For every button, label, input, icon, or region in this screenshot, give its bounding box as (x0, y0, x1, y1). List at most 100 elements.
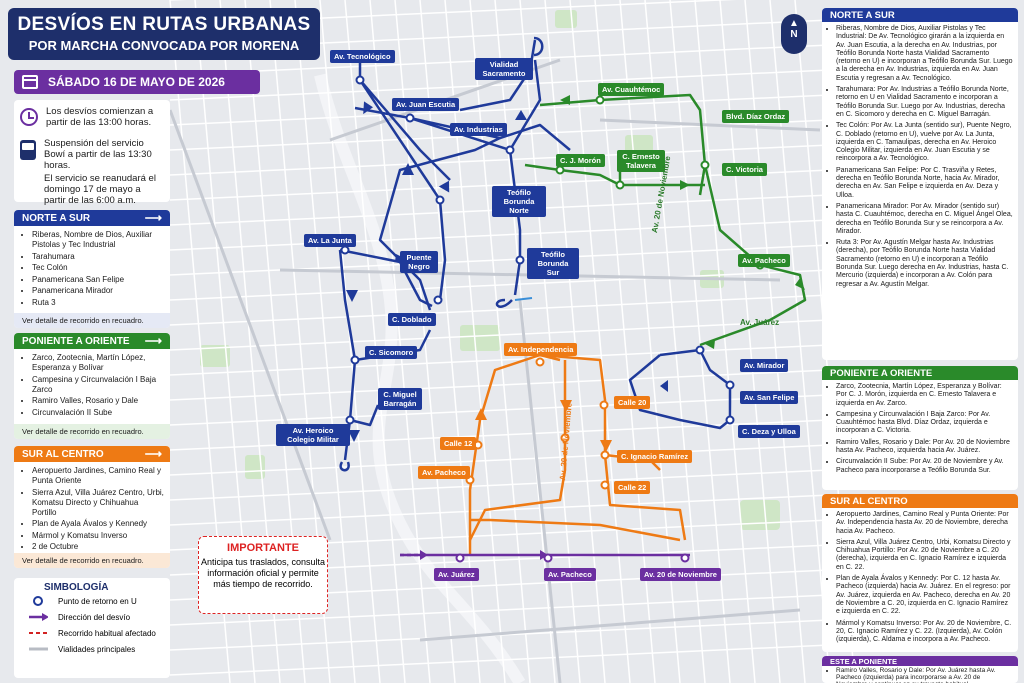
list-item: 2 de Octubre (32, 542, 164, 552)
panel-sur-al-centro: SUR AL CENTRO ⟶ Aeropuerto Jardines, Cami… (14, 446, 170, 568)
list-item: Circunvalación II Sube: Por Av. 20 de No… (836, 458, 1013, 475)
legend-title: SIMBOLOGÍA (44, 582, 109, 593)
u-turn-icon (533, 36, 544, 57)
map-label: Vialidad Sacramento (475, 58, 533, 80)
direction-arrow (514, 297, 533, 301)
list-item: Aeropuerto Jardines, Camino Real y Punta… (32, 466, 164, 486)
map-label: Av. Tecnológico (330, 50, 395, 63)
map-label: C. Sicomoro (365, 346, 418, 359)
panel-footer[interactable]: Ver detalle de recorrido en recuadro. (14, 424, 170, 439)
map-label: C. Ernesto Talavera (617, 150, 665, 172)
panel-header: PONIENTE A ORIENTE ⟶ (14, 333, 170, 349)
list-item: Ruta 3: Por Av. Agustín Melgar hasta Av.… (836, 239, 1013, 289)
page-subtitle: POR MARCHA CONVOCADA POR MORENA (28, 38, 300, 53)
notice-body: Anticipa tus traslados, consulta informa… (200, 557, 326, 589)
list-item: Tec Colón: Por Av. La Junta (sentido sur… (836, 122, 1013, 163)
panel-norte-a-sur: NORTE A SUR ⟶ Riberas, Nombre de Dios, Au… (14, 210, 170, 328)
map-label: Calle 22 (614, 481, 651, 494)
detail-panel-este-a-poniente: ESTE A PONIENTE Ramiro Valles, Rosario y… (822, 656, 1018, 683)
detail-panel-sur-al-centro: SUR AL CENTRO Aeropuerto Jardines, Camin… (822, 494, 1018, 652)
panel-title: PONIENTE A ORIENTE (830, 367, 933, 379)
detail-panel-norte-a-sur: NORTE A SUR Riberas, Nombre de Dios, Aux… (822, 8, 1018, 360)
info-box: Los desvíos comienzan a partir de las 13… (14, 100, 170, 206)
north-label: N (790, 29, 798, 40)
panel-title: PONIENTE A ORIENTE (22, 335, 130, 347)
panel-title: NORTE A SUR (830, 9, 895, 21)
park-area (740, 500, 780, 530)
street-line (169, 644, 831, 676)
u-turn-icon (495, 298, 513, 308)
list-item: Aeropuerto Jardines, Camino Real y Punta… (836, 511, 1013, 536)
map-label: Av. Pacheco (418, 466, 470, 479)
street-line (294, 0, 356, 683)
map-label: Calle 20 (614, 396, 651, 409)
map-label: Puente Negro (400, 251, 438, 273)
street-line (169, 444, 831, 476)
map-label: Av. Mirador (740, 359, 789, 372)
street-line (169, 494, 831, 526)
street-line (169, 319, 831, 351)
list-item: Panamericana San Felipe (32, 275, 164, 285)
arrow-right-icon: ⟶ (144, 211, 162, 225)
street-line (369, 0, 431, 683)
arrow-right-icon: ⟶ (144, 447, 162, 461)
map-label: Av. 20 de Noviembre (640, 568, 721, 581)
street-line (169, 169, 831, 201)
street-line (169, 594, 831, 626)
u-turn-points (465, 357, 610, 490)
blue-arrows (346, 101, 668, 442)
list-item: Plan de Ayala Ávalos y Kennedy: Por C. 1… (836, 575, 1013, 616)
park-area (460, 325, 500, 351)
list-item: Zarco, Zootecnia, Martín López, Esperanz… (836, 383, 1013, 408)
street-line (694, 0, 756, 683)
street-line (169, 369, 831, 401)
panel-title: NORTE A SUR (22, 212, 91, 224)
calendar-icon (22, 75, 38, 89)
map-label: Av. Pacheco (738, 254, 790, 267)
map-label: Blvd. Díaz Ordaz (722, 110, 790, 123)
detail-panel-poniente-a-oriente: PONIENTE A ORIENTE Zarco, Zootecnia, Mar… (822, 366, 1018, 490)
legend-item: Dirección del desvío (58, 612, 131, 622)
list-item: Mármol y Komatsu Inverso (32, 531, 164, 541)
street-line (169, 69, 831, 101)
list-item: Tarahumara: Por Av. Industrias a Teófilo… (836, 86, 1013, 119)
list-item: Panamericana Mirador: Por Av. Mirador (s… (836, 203, 1013, 236)
arrow-right-icon: ⟶ (144, 334, 162, 348)
map-label: Teófilo Borunda Norte (492, 186, 546, 217)
list-item: Tarahumara (32, 252, 164, 262)
panel-title: SUR AL CENTRO (22, 448, 104, 460)
u-turn-points (555, 95, 765, 270)
panel-footer[interactable]: Ver detalle de recorrido en recuadro. (14, 313, 170, 328)
panel-header: NORTE A SUR (822, 8, 1018, 22)
symbology-legend: SIMBOLOGÍA Punto de retorno en U Direcci… (14, 578, 170, 678)
map-label: C. Miguel Barragán (378, 388, 422, 410)
legend-item: Recorrido habitual afectado (58, 628, 156, 638)
panel-poniente-a-oriente: PONIENTE A ORIENTE ⟶ Zarco, Zootecnia, Ma… (14, 333, 170, 439)
list-item: Sierra Azul, Villa Juárez Centro, Urbi, … (32, 488, 164, 518)
map-label: Av. Juárez (434, 568, 479, 581)
list-item: Zarco, Zootecnia, Martín López, Esperanz… (32, 353, 164, 373)
list-item: Sierra Azul, Villa Juárez Centro, Urbi, … (836, 539, 1013, 572)
main-road-icon (29, 647, 48, 651)
direction-arrow-icon (29, 613, 48, 621)
map-label: Av. Heroico Colegio Militar (276, 424, 350, 446)
orange-arrows (475, 400, 612, 452)
panel-title: ESTE A PONIENTE (830, 656, 897, 666)
street-line (169, 394, 831, 426)
map-label: C. Ignacio Ramírez (617, 450, 693, 463)
street-line (169, 269, 831, 301)
park-area (200, 345, 230, 367)
map-label: C. Victoria (722, 163, 767, 176)
u-turn-point-icon (33, 596, 43, 606)
panel-header: SUR AL CENTRO ⟶ (14, 446, 170, 462)
bus-resume-text: El servicio se reanudará el domingo 17 d… (44, 173, 156, 206)
green-arrows (560, 95, 805, 349)
map-label: Calle 12 (440, 437, 477, 450)
important-notice: IMPORTANTE Anticipa tus traslados, consu… (198, 536, 328, 614)
map-label: Av. La Junta (304, 234, 356, 247)
u-turn-icon (339, 461, 350, 472)
map-label: C. Doblado (388, 313, 436, 326)
park-area (555, 10, 577, 28)
list-item: Riberas, Nombre de Dios, Auxiliar Pistol… (32, 230, 164, 250)
panel-footer[interactable]: Ver detalle de recorrido en recuadro. (14, 553, 170, 568)
